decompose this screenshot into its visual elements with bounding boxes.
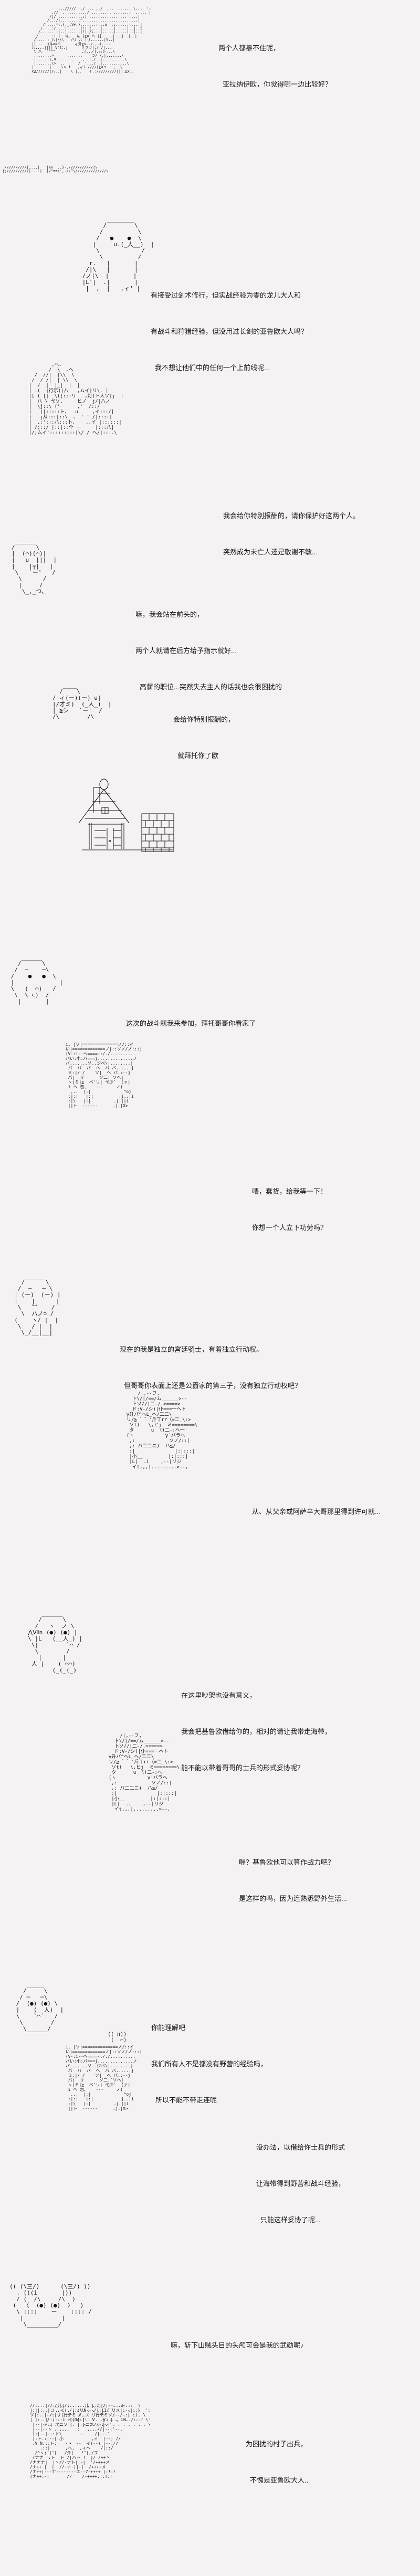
dialogue-panel-13: 你能理解吧 我们所有人不是都没有野营的经验吗， 所以不能不带走连呢 <box>151 1997 267 2130</box>
ascii-art-panel-1-lower: //////////|....| |∧∧ ..}-.///////////|\ … <box>2 165 109 174</box>
dialogue-line: 喂，蠢货，给我等一下！ <box>252 1187 328 1195</box>
dialogue-panel-12: 喔？基鲁欧他可以算作战力吧？ 是这样的吗，因为连熟悉野外生活... <box>239 1832 347 1929</box>
dialogue-panel-2: 有接受过剑术修行，但实战经验为零的龙儿大人和 有战斗和狩猎经验，但没用过长剑的亚… <box>151 265 308 398</box>
dialogue-panel-3: 我会给你特别报酬的，请你保护好这两个人。 突然成为未亡人还是敬谢不敏... <box>223 486 360 582</box>
ascii-art-panel-13: _____ / \ / ─ ─\ / (●) (●) \ | (__人) | \… <box>16 1981 64 2032</box>
dialogue-line: 只能这样妥协了呢... <box>260 2216 321 2224</box>
dialogue-line: 我会给你特别报酬的，请你保护好这两个人。 <box>223 512 360 520</box>
dialogue-panel-9: 现在的我是独立的宫廷骑士，有着独立行动权。 但哥哥你表面上还是公爵家的第三子，没… <box>120 1319 301 1416</box>
dialogue-panel-15: 嘛，斩下山贼头目的头颅可会是我的武勋呢♪ <box>171 2315 304 2375</box>
scenery-house-and-wall <box>78 779 174 852</box>
dialogue-panel-8: 喂，蠢货，给我等一下！ 你想一个人立下功劳吗？ <box>252 1161 327 1258</box>
ascii-art-panel-8: i, |ソ|==============ノ/::イ い|============… <box>65 1042 142 1108</box>
dialogue-line: 亚拉纳伊欧，你觉得哪一边比较好？ <box>223 80 332 88</box>
dialogue-panel-14: 没办法，以借给你士兵的形式 让海带得到野营和战斗经验， 只能这样妥协了呢... <box>256 2117 345 2250</box>
dialogue-line: 嘛，我会站在前头的， <box>135 611 204 618</box>
dialogue-line: 但哥哥你表面上还是公爵家的第三子，没有独立行动权吧？ <box>124 1382 302 1390</box>
ascii-art-panel-5: ____ / \ / ィ(ー)(ー) u| |/才ミ) (_人_) | | ≧シ… <box>52 682 112 720</box>
dialogue-panel-16: 为困扰的村子出兵， 不愧是亚鲁欧大人.. <box>246 2414 308 2510</box>
dialogue-line: 突然成为未亡人还是敬谢不敏... <box>223 548 318 556</box>
dialogue-line: 有接受过剑术修行，但实战经验为零的龙儿大人和 <box>151 291 301 299</box>
ascii-art-panel-11: ______ / \ / ヽ ノ \ ⋀Ⅶn (●) (●) | \ |L (_… <box>28 1610 82 1674</box>
dialogue-line: 没办法，以借给你士兵的形式 <box>256 2143 345 2151</box>
dialogue-panel-10: 从、从父亲或阿萨辛大哥那里得到许可就... <box>252 1481 381 1542</box>
dialogue-line: 就拜托你了欧 <box>177 752 219 760</box>
dialogue-panel-5: 会给你特别报酬的， 就拜托你了欧 <box>173 689 235 786</box>
dialogue-line: 所以不能不带走连呢 <box>155 2096 217 2104</box>
dialogue-line: 为困扰的村子出兵， <box>246 2440 308 2448</box>
ascii-art-panel-3: ,ヘ、 / \ ,ヘ / //| |\\ \ / / /| | \\ \ | /… <box>28 362 124 436</box>
dialogue-line: 高薪的职位...突然失去主人的话我也会很困扰的 <box>140 683 282 691</box>
ascii-art-panel-4: ______ / \ | (⌒)(⌒)| | u ||| | | |┬| | \… <box>12 538 57 595</box>
dialogue-panel-1: 两个人都靠不住呢， 亚拉纳伊欧，你觉得哪一边比较好？ <box>218 18 332 114</box>
dialogue-line: 能不能以带着哥哥的士兵的形式妥协呢？ <box>181 1764 304 1772</box>
ascii-art-hand-gesture: (( ∩)) ( ⌒) <box>108 2032 127 2043</box>
dialogue-line: 从、从父亲或阿萨辛大哥那里得到许可就... <box>252 1508 381 1516</box>
dialogue-line: 会给你特别报酬的， <box>173 716 235 723</box>
dialogue-line: 你想一个人立下功劳吗？ <box>252 1224 328 1232</box>
ascii-art-panel-2: ________ / \ / \ / ● ● \ | u.(_人__) | \ … <box>82 216 154 292</box>
ascii-art-panel-1: ,,.///// ,/ ... ,,/ ,.. .. ... \... '; ,… <box>32 7 151 73</box>
dialogue-line: 这次的战斗就我来参加，拜托哥哥你看家了 <box>126 1019 256 1027</box>
dialogue-line: 我不想让他们中的任何一个上前线呢... <box>155 364 270 372</box>
dialogue-panel-4: 嘛，我会站在前头的， 两个人就请在后方给予指示就好... 高薪的职位...突然失… <box>135 584 282 717</box>
ascii-art-panel-16-tent: / . . . . . . . . . . . .::::: \ / . . .… <box>44 2403 151 2427</box>
dialogue-line: 我们所有人不是都没有野营的经验吗， <box>151 2060 268 2068</box>
dialogue-line: 两个人就请在后方给予指示就好... <box>135 647 237 655</box>
ascii-art-panel-9: ______ / \ / ─ ─ \ | (ー) (ー) | | | | \ ︶… <box>14 1273 61 1336</box>
dialogue-line: 让海带得到野营和战斗经验， <box>256 2180 345 2188</box>
dialogue-panel-7: 这次的战斗就我来参加，拜托哥哥你看家了 <box>126 993 256 1054</box>
dialogue-line: 你能理解吧 <box>151 2024 186 2032</box>
dialogue-line: 是这样的吗，因为连熟悉野外生活... <box>239 1895 347 1902</box>
dialogue-line: 在这里吵架也没有意义， <box>181 1691 257 1699</box>
ascii-art-panel-7: ______ / \ / ─ ─\ / ● ● \ | | \ ( ⌒) / \… <box>10 954 63 1005</box>
dialogue-line: 喔？基鲁欧他可以算作战力吧？ <box>239 1858 335 1866</box>
dialogue-line: 嘛，斩下山贼头目的头颅可会是我的武勋呢♪ <box>171 2341 304 2349</box>
ascii-art-panel-14: i, |ソ|==============ノ/::イ い|============… <box>65 2045 142 2111</box>
ascii-art-panel-15: (( (\三/) (\三/) )) . (((i |)) / ( /\ /\ )… <box>9 2283 92 2328</box>
ascii-art-panel-16: //:...|//:_儿|/|......儿:|,刀|/|--...ト |:||… <box>29 2403 151 2479</box>
dialogue-line: 不愧是亚鲁欧大人.. <box>250 2476 309 2484</box>
dialogue-line: 有战斗和狩猎经验，但没用过长剑的亚鲁欧大人吗？ <box>151 328 308 335</box>
dialogue-line: 两个人都靠不住呢， <box>218 44 280 52</box>
dialogue-line: 我会把基鲁欧借给你的，相对的请让我带走海带， <box>181 1728 332 1736</box>
ascii-art-panel-12: /|,--フ, 卜\/|/==/ム______>-- 卜ソ//|二-/.>===… <box>108 1733 180 1812</box>
dialogue-panel-11: 在这里吵架也没有意义， 我会把基鲁欧借给你的，相对的请让我带走海带， 能不能以带… <box>181 1665 331 1798</box>
dialogue-line: 现在的我是独立的宫廷骑士，有着独立行动权。 <box>120 1345 264 1353</box>
ascii-art-panel-10: /|,--フ, 卜\/|/==/ム______>-- 卜ソ//|二-/.>===… <box>126 1391 198 1470</box>
